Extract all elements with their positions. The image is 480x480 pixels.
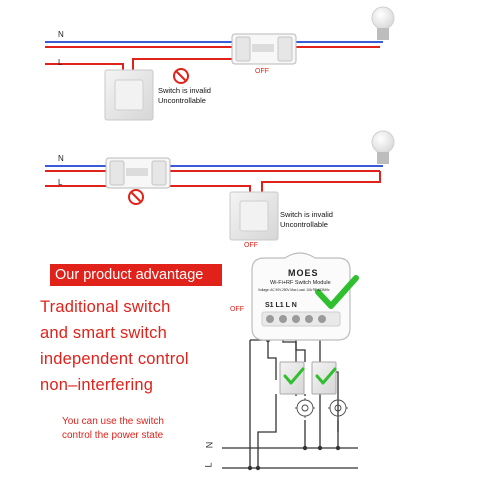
advantage-line-1: Traditional switch <box>40 298 171 316</box>
prohibited-icon-2 <box>128 189 144 205</box>
advantage-line-3: independent control <box>40 350 189 368</box>
status-off-3: OFF <box>230 306 244 313</box>
wire-label-l-3: L <box>203 462 214 468</box>
check-icon-switch-b <box>315 367 337 385</box>
live-wire-1-down <box>45 63 124 72</box>
module-wiring <box>249 322 339 468</box>
light-bulb-1 <box>371 6 395 40</box>
advantage-note-line1: You can use the switch <box>62 416 164 427</box>
diagram-1 <box>45 6 395 121</box>
check-icon-module <box>315 275 359 309</box>
lamp-icon-a <box>295 398 315 418</box>
lamp-icon-b <box>328 398 348 418</box>
switch-note-1-line1: Switch is invalid <box>158 86 211 95</box>
wire-label-n-1: N <box>58 30 64 39</box>
wall-switch-3b <box>311 361 337 395</box>
wire-label-n-3: N <box>204 441 215 449</box>
module-title: Wi-Fi+RF Switch Module <box>270 280 331 286</box>
status-off-1: OFF <box>255 68 269 75</box>
advantage-banner: Our product advantage <box>50 264 222 286</box>
switch-note-2: Switch is invalid Uncontrollable <box>280 210 333 230</box>
module-spec: Voltage: AC 90V-250V Max Load: 10A RF:43… <box>258 288 330 292</box>
wall-switch-1 <box>104 69 154 121</box>
switch-note-1-line2: Uncontrollable <box>158 96 206 105</box>
diagram-3 <box>222 252 359 471</box>
wall-switch-2 <box>229 191 279 241</box>
moes-switch-module <box>251 252 351 341</box>
relay-module-1 <box>231 33 297 65</box>
relay-module-2 <box>105 157 171 189</box>
advantage-note-line2: control the power state <box>62 430 164 441</box>
terminal-screws <box>266 315 326 323</box>
switch-note-2-line1: Switch is invalid <box>280 210 333 219</box>
prohibited-icon-1 <box>173 68 189 84</box>
status-off-2: OFF <box>244 242 258 249</box>
junction-dots <box>247 337 341 471</box>
advantage-line-2: and smart switch <box>40 324 167 342</box>
diagram-2 <box>45 130 395 241</box>
switch-note-1: Switch is invalid Uncontrollable <box>158 86 211 106</box>
switch-note-2-line2: Uncontrollable <box>280 220 328 229</box>
module-brand: MOES <box>288 268 319 278</box>
wall-switch-3a <box>279 361 305 395</box>
wire-label-l-1: L <box>58 58 63 67</box>
module-terminals: S1 L1 L N <box>265 302 297 309</box>
advantage-line-4: non–interfering <box>40 376 154 394</box>
wire-label-n-2: N <box>58 154 64 163</box>
light-bulb-2 <box>371 130 395 164</box>
check-icon-switch-a <box>283 367 305 385</box>
wire-label-l-2: L <box>58 178 63 187</box>
